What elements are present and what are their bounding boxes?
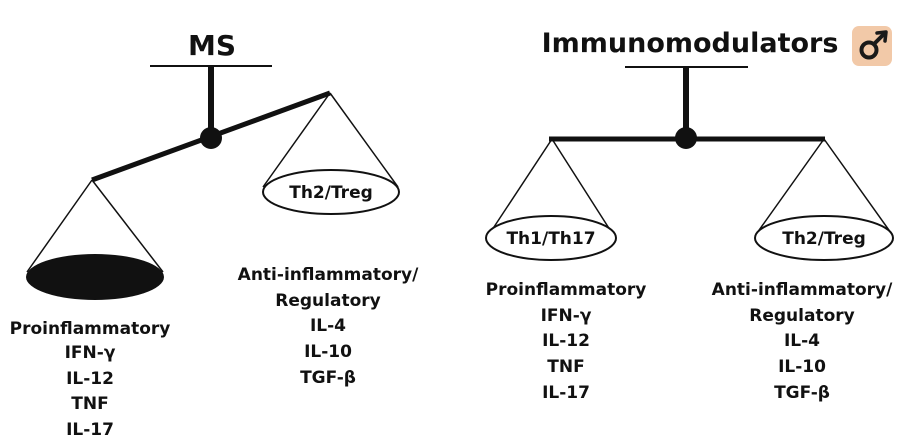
immunomodulators-left-list-item: Proinflammatory [486,280,647,300]
immunomodulators-right-pan-string-right [823,138,892,234]
ms-left-list-item: IFN-γ [65,343,116,363]
ms-left-list-item: IL-12 [66,369,114,389]
immunomodulators-right-list-item: Regulatory [749,306,854,326]
ms-left-list-item: TNF [71,394,108,414]
immunomodulators-left-list-item: IL-17 [542,383,590,403]
immunomodulators-right-pan [754,215,894,261]
ms-left-pan-string-right [91,179,164,273]
immunomodulators-right-list-item: Anti-inflammatory/ [712,280,893,300]
ms-right-list-item: IL-4 [310,316,346,336]
immunomodulators-right-pan-string-left [756,138,825,234]
immunomodulators-title: Immunomodulators [542,28,839,59]
immunomodulators-left-pan-string-left [489,138,553,234]
immunomodulators-right-pan-label: Th2/Treg [782,229,866,249]
ms-title: MS [188,29,236,62]
ms-right-list-item: Anti-inflammatory/ [238,265,419,285]
immunomodulators-right-list-item: IL-10 [778,357,826,377]
immunomodulators-left-pan-label: Th1/Th17 [506,229,595,249]
ms-left-pan-string-left [26,179,93,273]
ms-right-list-item: TGF-β [300,368,356,388]
immunomodulators-right-list-item: TGF-β [774,383,830,403]
ms-right-list-item: Regulatory [275,291,380,311]
immunomodulators-right-list-item: IL-4 [784,331,820,351]
immunomodulators-scale: Immunomodulators Th1/Th17 Th2/Treg Proin… [485,26,894,403]
ms-scale: MS Th2/Treg Proinflammatory IFN-γ IL-12 … [10,29,419,440]
immunomodulators-left-list-item: TNF [547,357,584,377]
ms-right-pan-string-left [262,92,331,188]
ms-left-list-item: IL-17 [66,420,114,440]
ms-left-list-item: Proinflammatory [10,319,171,339]
ms-pivot [200,127,222,149]
immunomodulators-pivot [675,127,697,149]
immunomodulators-left-pan [485,215,617,261]
ms-right-pan-string-right [329,92,399,188]
ms-left-pan [26,254,164,300]
immunomodulators-left-list-item: IFN-γ [541,306,592,326]
ms-right-pan-label: Th2/Treg [289,183,373,203]
immunomodulators-left-pan-string-right [551,138,613,234]
immunomodulators-left-list-item: IL-12 [542,331,590,351]
male-symbol-icon [852,26,892,66]
ms-right-pan [262,169,400,215]
ms-right-list-item: IL-10 [304,342,352,362]
